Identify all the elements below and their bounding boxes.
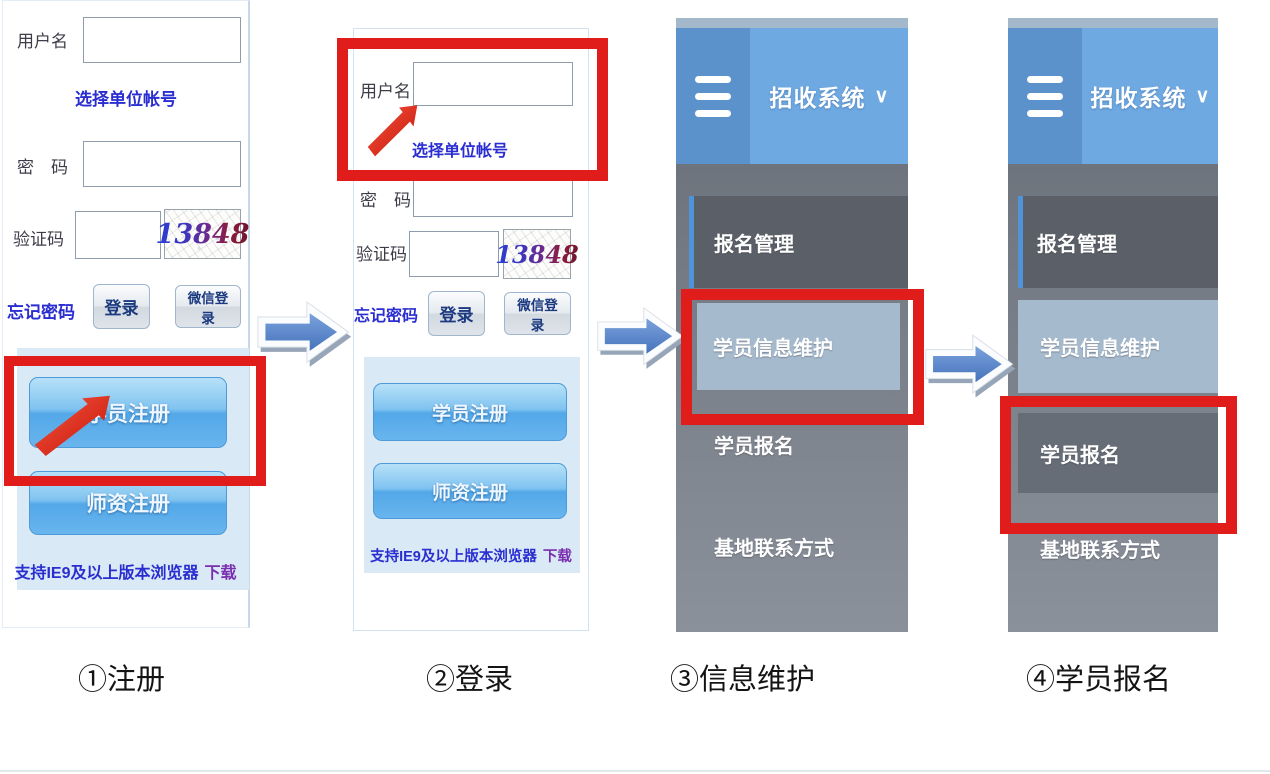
caption-step1: ①注册: [78, 664, 166, 696]
menu-body: 报名管理 学员信息维护 学员报名 基地联系方式: [676, 164, 908, 632]
hamburger-icon: [1027, 75, 1063, 83]
menu-header: 招收系统 ∨: [676, 28, 908, 164]
login-panel-step1: 用户名 选择单位帐号 密 码 验证码 13848 忘记密码 登录 微信登录 学员…: [2, 0, 250, 628]
highlight-box-info-maintenance: [681, 289, 924, 425]
flow-arrow-icon: [925, 334, 1016, 398]
username-label: 用户名: [17, 32, 68, 51]
menu-panel-step4: 招收系统 ∨ 报名管理 学员信息维护 学员报名 基地联系方式: [1008, 18, 1218, 632]
menu-item-jidi-lianxi[interactable]: 基地联系方式: [714, 537, 834, 560]
bottom-divider: [0, 770, 1270, 772]
chevron-down-icon: ∨: [874, 85, 889, 107]
hamburger-icon: [695, 75, 731, 83]
red-arrow-icon: [34, 395, 110, 457]
flow-arrow-icon: [597, 306, 686, 369]
teacher-register-button[interactable]: 师资注册: [373, 463, 567, 519]
caption-step3: ③信息维护: [670, 664, 816, 696]
login-button[interactable]: 登录: [428, 291, 485, 336]
login-panel-step2: 用户名 选择单位帐号 密 码 验证码 13848 忘记密码 登录 微信登录 学员…: [353, 28, 589, 631]
hamburger-button[interactable]: [676, 28, 750, 164]
select-unit-account-link[interactable]: 选择单位帐号: [75, 90, 177, 109]
password-label: 密 码: [17, 158, 68, 177]
username-label: 用户名: [360, 82, 411, 101]
captcha-input[interactable]: [75, 211, 161, 259]
caption-step4: ④学员报名: [1026, 664, 1172, 696]
menu-panel-step3: 招收系统 ∨ 报名管理 学员信息维护 学员报名 基地联系方式: [676, 18, 908, 632]
forgot-password-link[interactable]: 忘记密码: [7, 303, 75, 322]
highlight-box-student-register: [4, 356, 266, 486]
captcha-image[interactable]: 13848: [495, 229, 579, 279]
flow-arrow-icon: [257, 300, 352, 367]
login-button[interactable]: 登录: [93, 284, 150, 329]
top-strip: [676, 18, 908, 28]
menu-item-xueyuan-baoming[interactable]: 学员报名: [1018, 413, 1218, 493]
hamburger-button[interactable]: [1008, 28, 1082, 164]
menu-item-baoming-guanli[interactable]: 报名管理: [1023, 196, 1218, 288]
menu-item-xueyuan-baoming[interactable]: 学员报名: [714, 435, 794, 458]
system-title-dropdown[interactable]: 招收系统 ∨: [750, 28, 908, 164]
captcha-label: 验证码: [13, 230, 64, 249]
download-link[interactable]: 下载: [542, 549, 572, 565]
menu-accent-bar: [1018, 196, 1023, 288]
menu-item-xueyuan-xinxi-weihu[interactable]: 学员信息维护: [1018, 300, 1218, 393]
system-title-dropdown[interactable]: 招收系统 ∨: [1082, 28, 1218, 164]
system-title: 招收系统: [1090, 85, 1187, 111]
download-link[interactable]: 下载: [204, 565, 237, 582]
menu-item-xueyuan-xinxi-weihu[interactable]: 学员信息维护: [697, 303, 900, 390]
forgot-password-link[interactable]: 忘记密码: [354, 308, 419, 325]
student-register-button[interactable]: 学员注册: [373, 383, 567, 441]
highlight-box-student-signup: [1000, 396, 1237, 534]
system-title: 招收系统: [769, 85, 866, 111]
caption-step2: ②登录: [426, 664, 514, 696]
chevron-down-icon: ∨: [1195, 85, 1210, 107]
wechat-login-button[interactable]: 微信登录: [504, 292, 571, 335]
top-strip: [1008, 18, 1218, 28]
wechat-login-button[interactable]: 微信登录: [175, 285, 241, 328]
username-input[interactable]: [413, 62, 573, 106]
username-input[interactable]: [83, 17, 241, 63]
captcha-image[interactable]: 13848: [156, 209, 249, 259]
captcha-input[interactable]: [409, 231, 499, 277]
menu-item-jidi-lianxi[interactable]: 基地联系方式: [1040, 539, 1160, 562]
browser-support-note: 支持IE9及以上版本浏览器下载: [14, 565, 237, 582]
browser-support-note: 支持IE9及以上版本浏览器下载: [370, 549, 572, 565]
red-arrow-icon: [367, 105, 418, 157]
highlight-box-username-field: [337, 38, 608, 181]
menu-accent-bar: [689, 196, 694, 288]
password-label: 密 码: [360, 191, 411, 210]
password-input[interactable]: [83, 141, 241, 187]
menu-header: 招收系统 ∨: [1008, 28, 1218, 164]
captcha-label: 验证码: [356, 245, 407, 264]
menu-item-baoming-guanli[interactable]: 报名管理: [694, 196, 908, 288]
select-unit-account-link[interactable]: 选择单位帐号: [412, 143, 509, 160]
